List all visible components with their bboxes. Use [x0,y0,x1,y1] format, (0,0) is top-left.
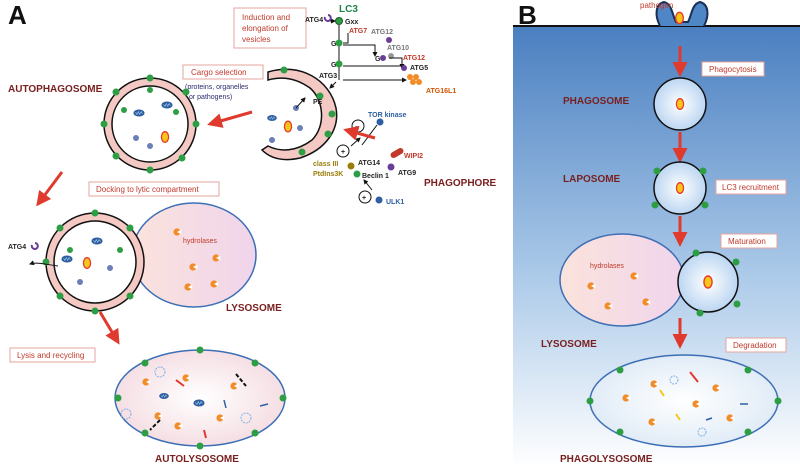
lc3-label: LC3 [339,4,358,15]
atg16l1-label: ATG16L1 [426,88,456,95]
phagophore-membrane [260,68,338,161]
atg4-lower-label: ATG4 [8,244,26,251]
lysosome-a-label: LYSOSOME [226,303,282,314]
laposome-pathogen-icon [675,182,685,194]
laposome-lc3-dots [651,167,709,209]
autophagosome-label: AUTOPHAGOSOME [8,84,103,95]
cargo-box [182,64,264,80]
g-label-1: G [331,41,337,48]
phagophore-pathogen-icon [283,120,293,133]
degradation-box [725,337,787,353]
beclin1-label: Beclin 1 [362,173,389,180]
minus-text: − [355,124,359,131]
lc3-recruitment-box [715,179,787,195]
cargo-detail-2: or pathogens) [189,94,232,101]
g-node-1 [335,39,343,47]
autophagosome-mito-icon [132,109,146,117]
wipi2-label: WIPI2 [404,153,423,160]
phagophore-label: PHAGOPHORE [424,178,497,189]
lysosome-b-label: LYSOSOME [541,339,597,350]
docking-pathogen-icon [82,257,92,269]
induction-text-2: elongation of [242,24,289,33]
atg12-label: ATG12 [403,55,425,62]
docking-autophagosome-inner [53,220,137,304]
panel-a-letter: A [8,0,27,30]
phagocytosis-box [701,61,765,77]
docking-mito-icon [90,237,104,245]
phagophore-mito-icon [266,114,278,122]
atg5-label: ATG5 [410,65,428,72]
induction-text-1: Induction and [242,13,290,22]
g-label-3: G [375,56,381,63]
atg9-label: ATG9 [398,170,416,177]
maturation-box [720,233,778,249]
panel-b-letter: B [518,0,537,30]
class3-label-2: PtdIns3K [313,171,343,178]
phagolysosome-label: PHAGOLYSOSOME [560,454,653,465]
lysosome-a-hydrolases: hydrolases [183,238,217,245]
lysosome-a [131,202,257,308]
autophagosome-inner [111,85,189,163]
cargo-detail-1: (proteins, organelles [185,84,249,91]
phagolysosome-contents [586,366,782,437]
docking-box [88,181,220,197]
autophagosome-pathogen-icon [160,131,170,143]
docking-mito-icon-2 [60,255,74,263]
phagocytosis-text: Phagocytosis [709,65,757,74]
atg4-icon [323,14,332,22]
gxx-label: Gxx [345,19,358,26]
atg4-lower-icon [30,242,39,250]
lc3-recruitment-text: LC3 recruitment [722,183,780,192]
g-node-2 [335,60,343,68]
atg3-label: ATG3 [319,73,337,80]
phagophore-lc3-1 [316,92,324,100]
plus-text-2: + [362,195,366,202]
laposome-label: LAPOSOME [563,174,621,185]
atg4-label: ATG4 [305,17,323,24]
g-label-2: G [331,62,337,69]
phagophore-lc3-2 [328,110,336,118]
lysosome-b-hydrolases: hydrolases [590,263,624,270]
phagophore-lc3-3 [324,130,332,138]
atg7-label: ATG7 [349,28,367,35]
autolysosome [114,349,286,447]
cargo-text: Cargo selection [191,68,247,77]
phagosome-pathogen-icon [675,98,685,110]
docking-text: Docking to lytic compartment [96,185,199,194]
lysosome-b [559,233,685,327]
phagophore-lc3-4 [298,148,306,156]
arrow-phagophore-to-autophagosome [207,110,253,128]
autolysosome-label: AUTOLYSOSOME [155,454,239,465]
atg14-label: ATG14 [358,160,380,167]
phagosome-label: PHAGOSOME [563,96,629,107]
induction-box [233,7,307,49]
lc3-node [335,17,343,25]
docking-lc3-dots [42,209,134,315]
arrow-regulation [343,125,376,141]
atg12-top-label: ATG12 [371,29,393,36]
autophagosome-mito-icon-2 [160,101,174,109]
autolysosome-contents [114,346,287,450]
degradation-text: Degradation [733,341,777,350]
atg10-label: ATG10 [387,45,409,52]
maturation-text: Maturation [728,237,766,246]
arrow-to-autolysosome [98,311,120,345]
lysis-text: Lysis and recycling [17,351,84,360]
maturing-pathogen-icon [703,275,713,289]
ulk1-label: ULK1 [386,199,404,206]
phagophore-lc3-5 [280,66,288,74]
induction-text-3: vesicles [242,35,270,44]
autophagosome-lc3-dots [100,74,200,174]
pathogen-label: pathogen [640,1,673,10]
maturing-lc3-dots [692,249,741,317]
class3-label-1: class III [313,161,338,168]
tor-kinase-label: TOR kinase [368,112,406,119]
pe-label: PE [313,99,323,106]
plus-text-1: + [341,149,345,156]
arrow-to-docking [36,171,64,207]
lysis-box [9,347,96,363]
pathogen-icon [675,11,684,25]
